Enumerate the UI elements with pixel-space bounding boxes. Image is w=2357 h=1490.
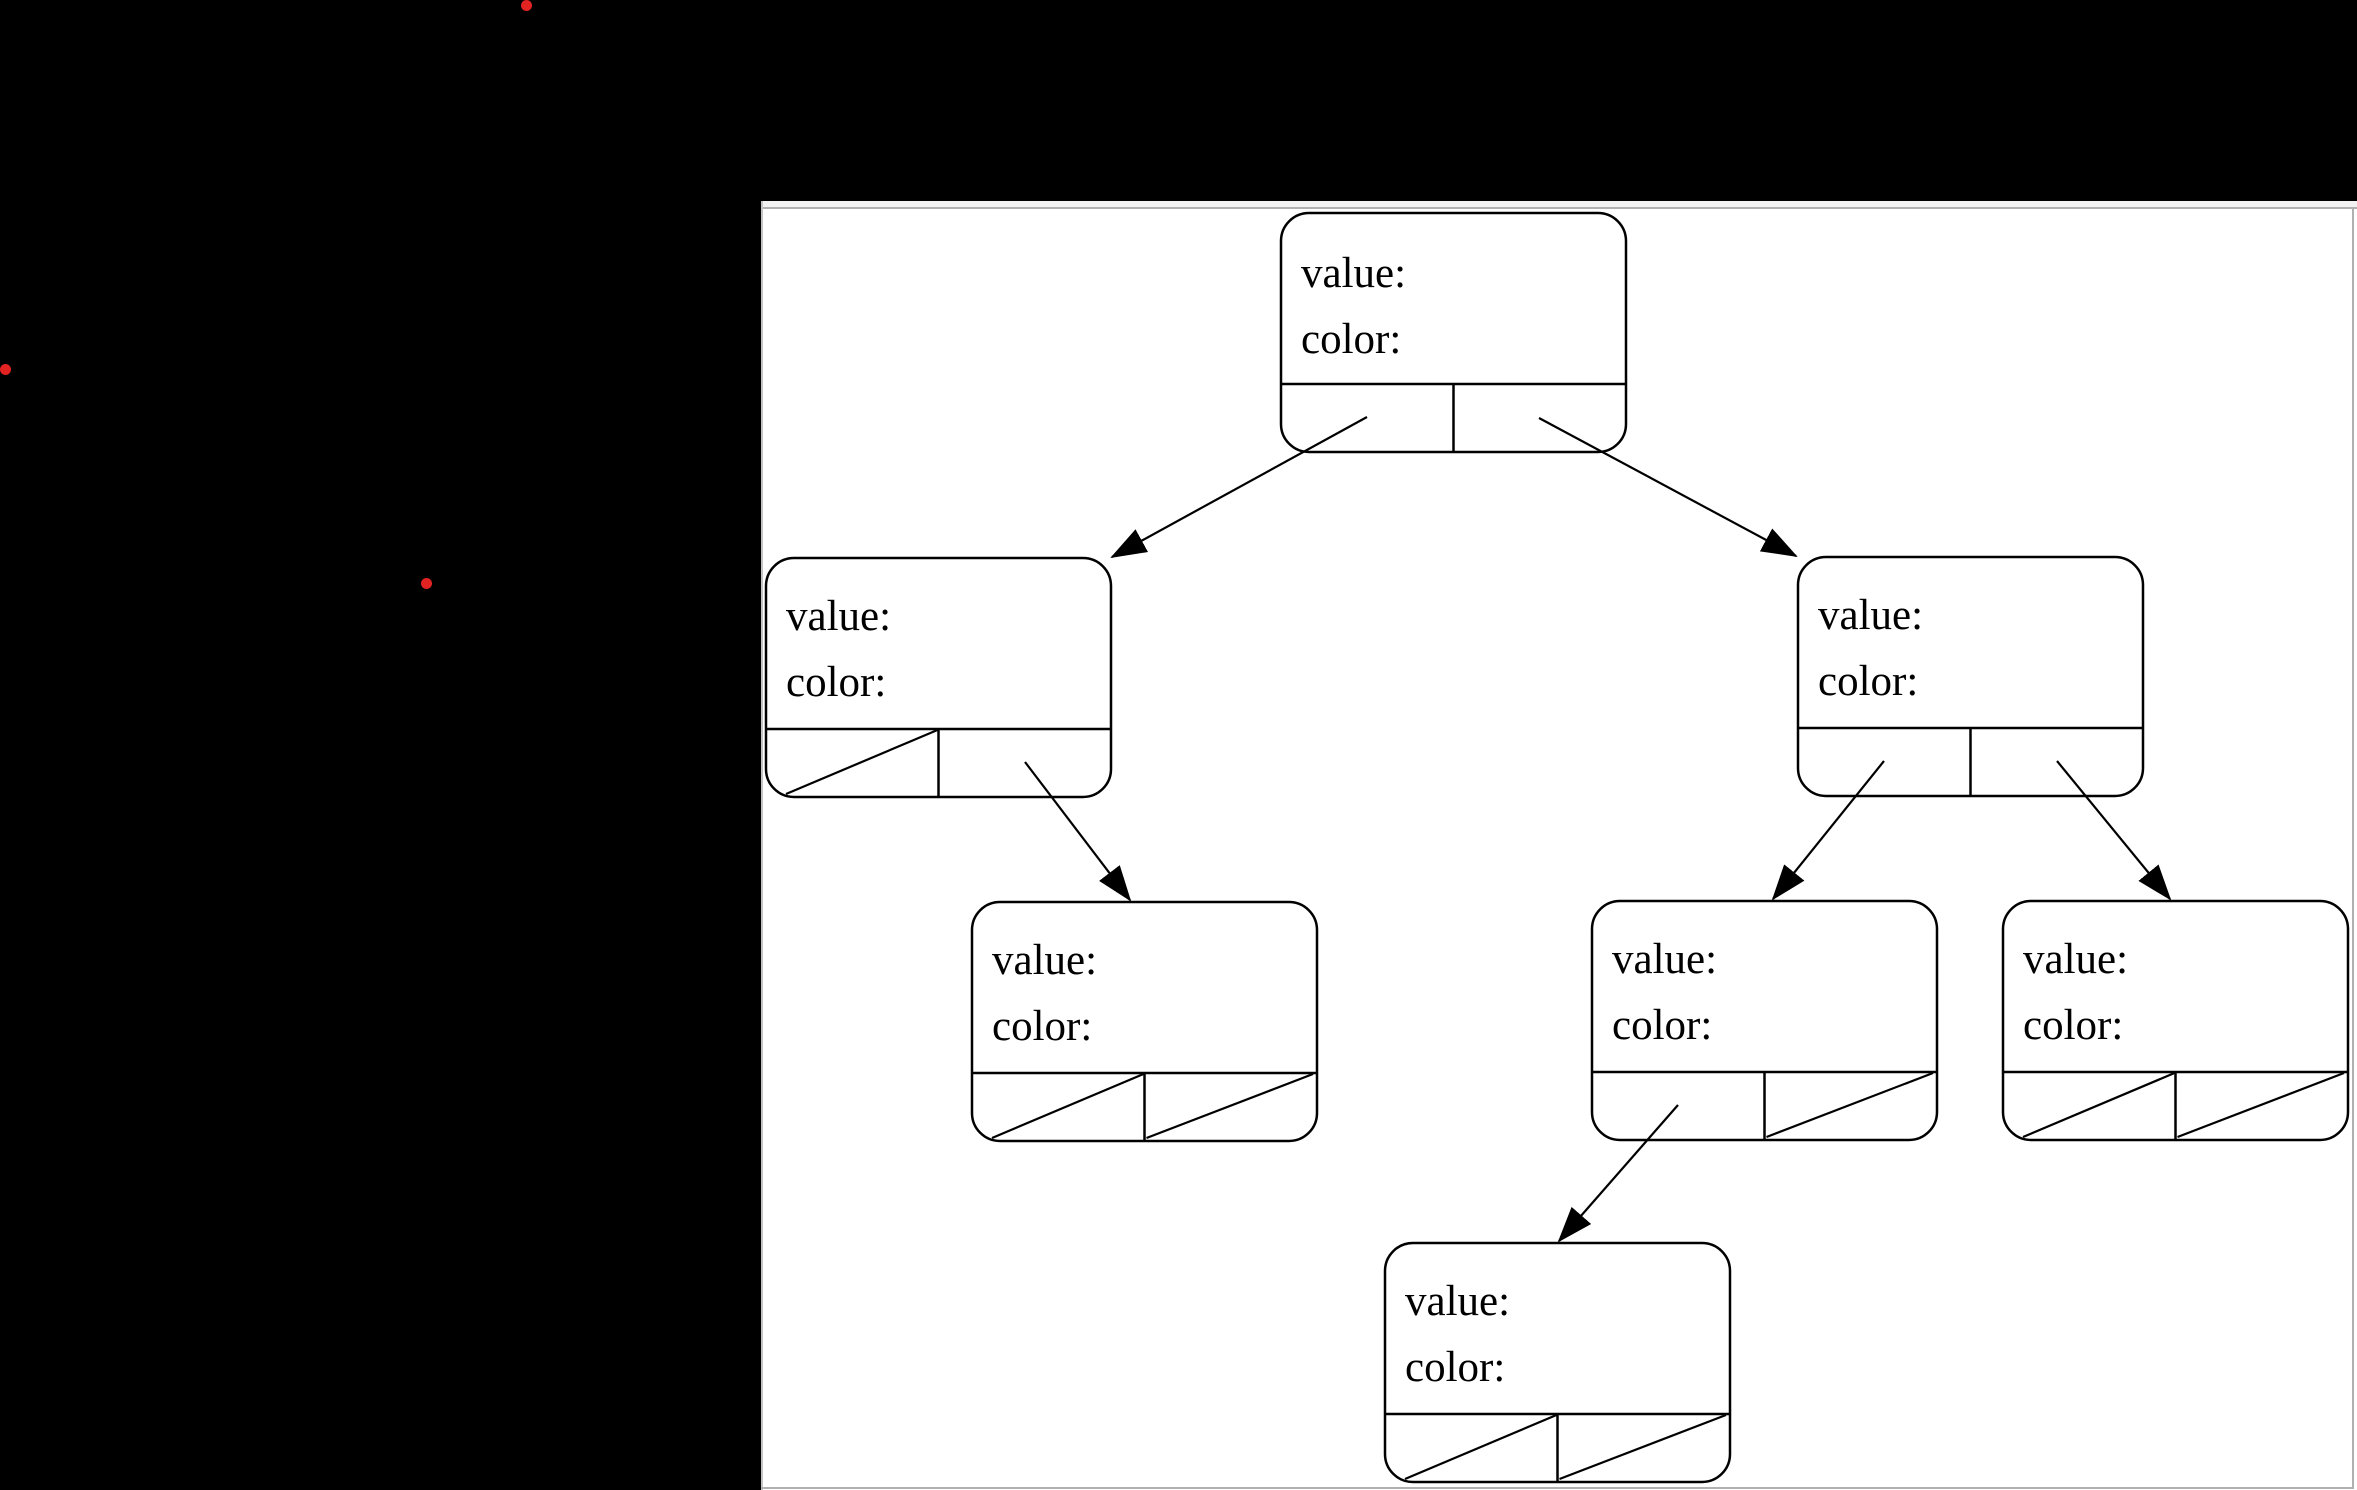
node-value-label: value: [2023,936,2128,983]
page-right-border [2352,207,2354,1488]
node-color-label: color: [786,659,886,706]
page-left-border [761,201,763,1490]
node-value-label: value: [1612,936,1717,983]
node-color-label: color: [1818,658,1918,705]
null-pointer-slash [1146,1072,1314,1140]
node-color-label: color: [1612,1002,1712,1049]
edge-arrow-left-right [1024,761,1132,902]
null-pointer-slash [1404,1413,1557,1481]
page-bottom-border [761,1487,2354,1489]
node-color-label: color: [992,1003,1092,1050]
null-pointer-slash [1559,1413,1727,1481]
node-color-label: color: [2023,1002,2123,1049]
null-pointer-slash [2177,1071,2345,1139]
null-pointer-slash [991,1072,1144,1140]
node-value-label: value: [1818,592,1923,639]
tree-node-left-right: value: color: [970,900,1319,1143]
red-dot [420,577,432,589]
tree-node-right-right: value: color: [2001,899,2350,1142]
null-pointer-slash [785,728,938,796]
tree-node-root: value: color: [1279,211,1628,454]
node-value-label: value: [1301,250,1406,297]
node-value-label: value: [992,937,1097,984]
page-top-border [761,201,2357,209]
node-value-label: value: [786,593,891,640]
red-dot [520,0,532,11]
edge-arrow-right-left-left [1557,1104,1679,1243]
null-pointer-slash [1766,1071,1934,1139]
null-pointer-slash [2022,1071,2175,1139]
edge-arrow-right-left [1771,760,1885,901]
tree-node-right: value: color: [1796,555,2145,798]
node-value-label: value: [1405,1278,1510,1325]
tree-node-right-left-left: value: color: [1383,1241,1732,1484]
node-color-label: color: [1301,316,1401,363]
node-color-label: color: [1405,1344,1505,1391]
edge-arrow-root-left [1110,416,1368,558]
tree-node-left: value: color: [764,556,1113,799]
red-dot [0,363,11,375]
edge-arrow-root-right [1538,417,1798,557]
edge-arrow-right-right [2056,760,2172,901]
tree-node-right-left: value: color: [1590,899,1939,1142]
